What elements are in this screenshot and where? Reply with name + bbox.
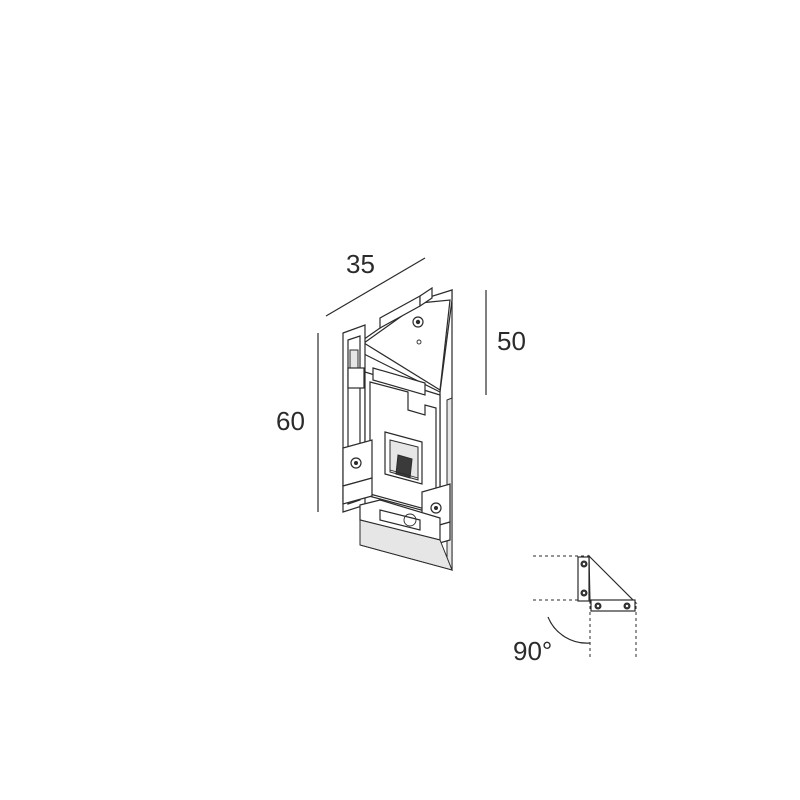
- top-ridge-end: [419, 286, 433, 308]
- corner-contact-2-center: [582, 591, 586, 595]
- dimension-label-width: 35: [346, 249, 375, 279]
- corner-contact-4-center: [625, 604, 629, 608]
- bottom-edge: [359, 544, 453, 571]
- left-side-slot: [349, 349, 359, 369]
- front-window-line: [389, 469, 419, 479]
- dimension-height-rear: 50: [485, 290, 526, 395]
- left-clip-top: [347, 367, 365, 389]
- left-clamp-screw-head: [354, 461, 358, 465]
- corner-detail: 90°: [513, 554, 638, 666]
- top-screw-head: [415, 319, 421, 325]
- front-window-contact: [395, 454, 413, 479]
- angle-label: 90°: [513, 636, 552, 666]
- front-top-lip: [372, 367, 426, 396]
- bottom-pin: [403, 513, 417, 527]
- angle-arc: [547, 616, 591, 644]
- dimension-label-height-front: 60: [276, 406, 305, 436]
- top-hole: [416, 339, 422, 345]
- corner-triangle: [588, 554, 638, 604]
- dimension-label-height-rear: 50: [497, 326, 526, 356]
- dimension-height-front: 60: [276, 333, 319, 512]
- corner-contact-1-center: [582, 562, 586, 566]
- connector-body: [342, 286, 453, 571]
- corner-horizontal-arm: [590, 599, 636, 612]
- bottom-terminal: [379, 509, 421, 531]
- dimension-line-width: [325, 257, 426, 317]
- dimension-width: 35: [325, 249, 426, 317]
- corner-vertical-arm: [577, 556, 590, 602]
- right-clamp-screw-head: [434, 506, 438, 510]
- left-clamp-base: [342, 477, 373, 505]
- corner-contact-3-center: [596, 604, 600, 608]
